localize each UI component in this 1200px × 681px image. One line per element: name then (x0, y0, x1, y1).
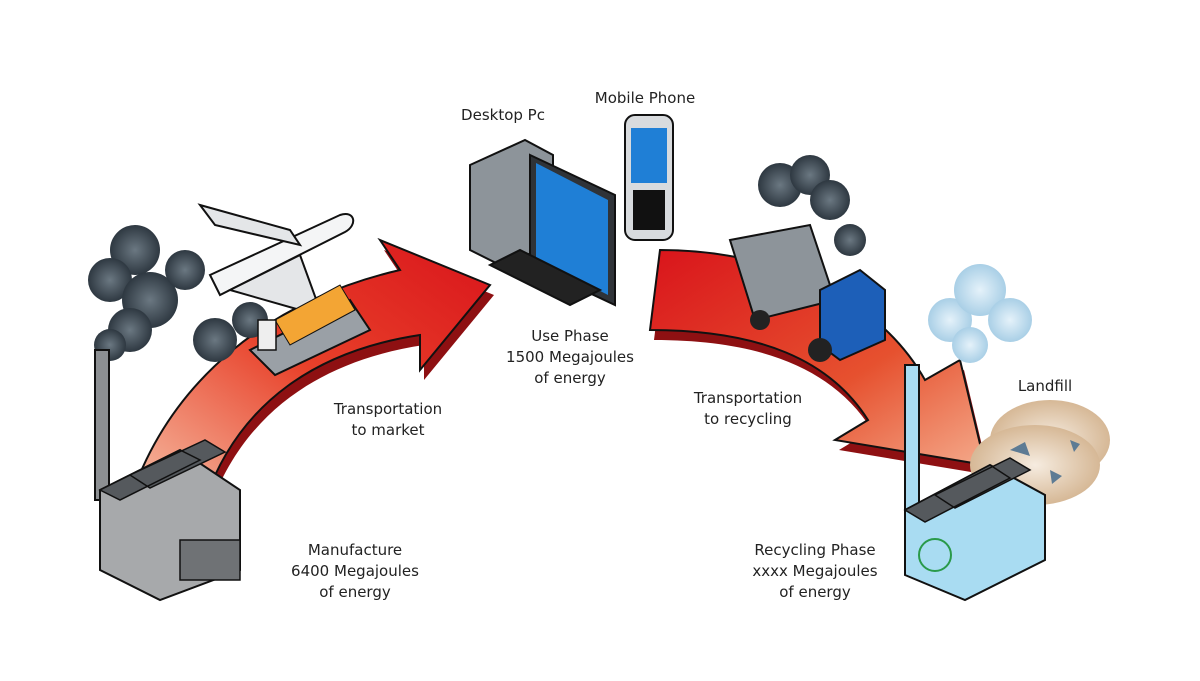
recycling-factory-icon (903, 364, 1046, 602)
manufacture-factory-icon (94, 349, 241, 602)
recycling-phase-unit: of energy (779, 583, 851, 601)
label-recycling-phase: Recycling Phase xxxx Megajoules of energ… (752, 540, 877, 603)
cargo-ship-icon (248, 284, 372, 377)
smoke-cloud-dark-right (758, 155, 866, 256)
manufacture-unit: of energy (319, 583, 391, 601)
use-phase-energy: 1500 Megajoules (506, 348, 634, 366)
recycle-symbol-icon (918, 538, 952, 572)
label-manufacture: Manufacture 6400 Megajoules of energy (291, 540, 419, 603)
label-mobile-phone: Mobile Phone (594, 89, 696, 107)
transport-recycling-line1: Transportation (693, 389, 803, 407)
transport-recycling-line2: to recycling (704, 410, 792, 428)
transport-market-line1: Transportation (333, 400, 443, 418)
desktop-pc-icon (469, 138, 616, 307)
smoke-cloud-light (928, 264, 1032, 363)
arrow-to-market (128, 237, 494, 510)
label-use-phase: Use Phase 1500 Megajoules of energy (506, 326, 634, 389)
label-transport-recycling: Transportation to recycling (694, 388, 802, 430)
label-transport-market: Transportation to market (334, 399, 442, 441)
label-desktop-pc: Desktop Pc (461, 106, 545, 124)
use-phase-unit: of energy (534, 369, 606, 387)
transport-market-line2: to market (351, 421, 425, 439)
manufacture-title: Manufacture (307, 541, 403, 559)
recycling-phase-title: Recycling Phase (754, 541, 876, 559)
garbage-truck-icon (728, 223, 886, 362)
recycling-phase-energy: xxxx Megajoules (752, 562, 878, 580)
mobile-phone-icon (624, 114, 674, 241)
manufacture-energy: 6400 Megajoules (291, 562, 419, 580)
label-landfill: Landfill (1017, 377, 1073, 395)
use-phase-title: Use Phase (531, 327, 609, 345)
